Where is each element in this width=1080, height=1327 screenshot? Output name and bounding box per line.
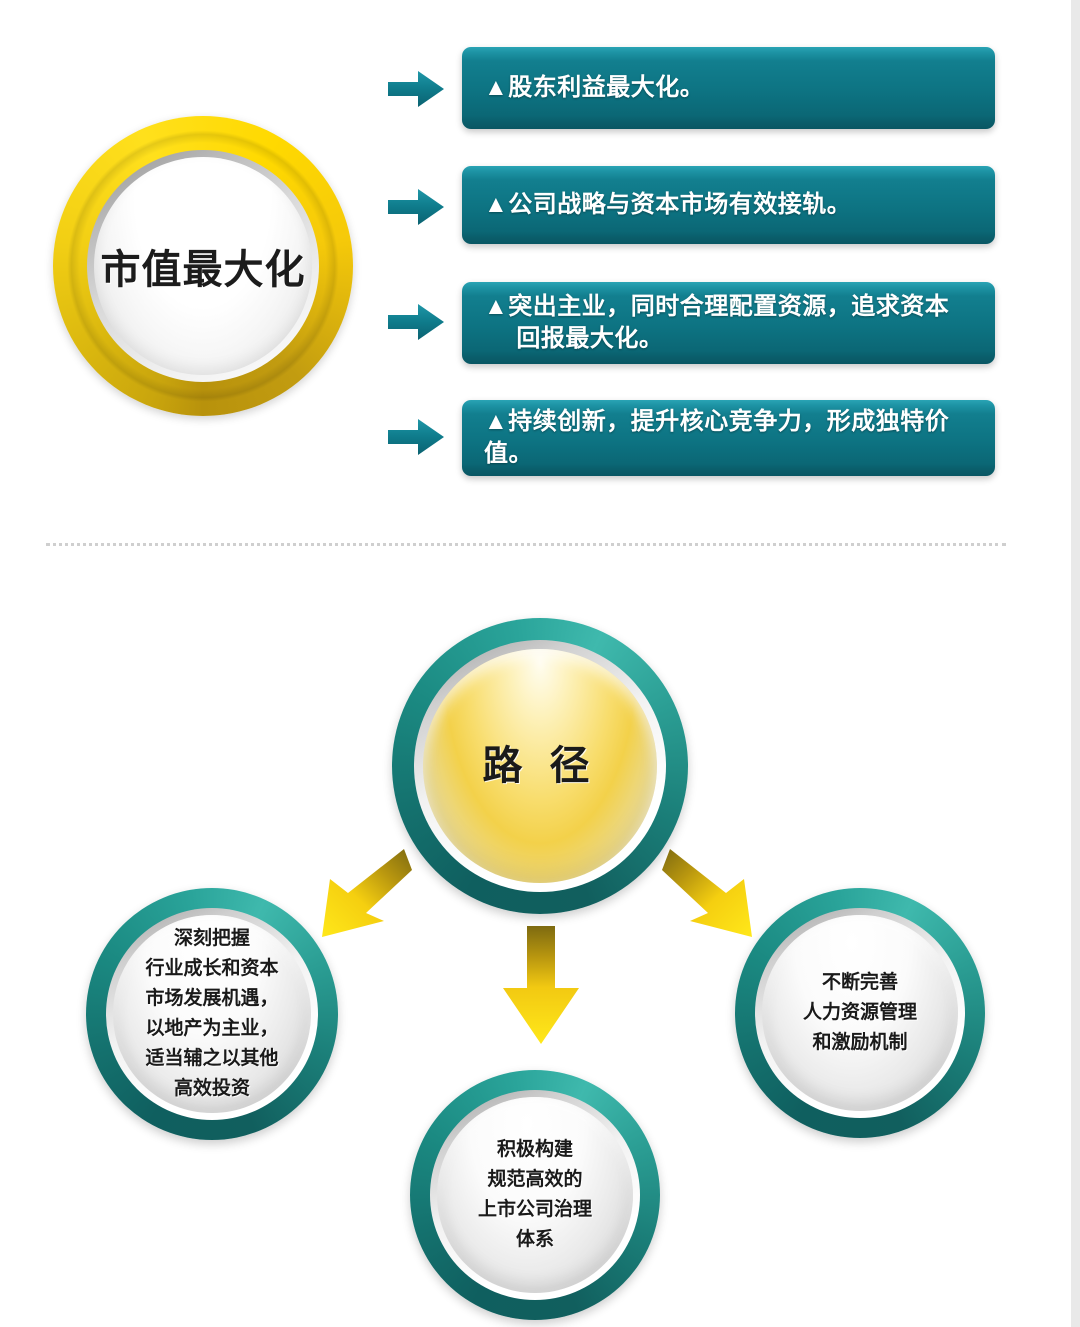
- node-circle-text: 不断完善 人力资源管理 和激励机制: [795, 968, 925, 1058]
- hub-circle-face: 路 径: [423, 649, 657, 883]
- node-line: 适当辅之以其他: [145, 1048, 279, 1070]
- bullet-bar-text: ▲持续创新，提升核心竞争力，形成独特价值。: [462, 406, 995, 469]
- bullet-marker: ▲: [484, 74, 509, 102]
- arrow-right-icon: [388, 186, 444, 228]
- node-line: 以地产为主业，: [145, 1018, 279, 1039]
- hub-circle-value-maximization[interactable]: 市值最大化: [53, 116, 353, 416]
- hub-circle-face: 市值最大化: [94, 157, 312, 375]
- node-circle-right[interactable]: 不断完善 人力资源管理 和激励机制: [735, 888, 985, 1138]
- node-circle-text: 积极构建 规范高效的 上市公司治理 体系: [470, 1135, 600, 1255]
- node-circle-bottom[interactable]: 积极构建 规范高效的 上市公司治理 体系: [410, 1070, 660, 1320]
- node-circle-left[interactable]: 深刻把握 行业成长和资本 市场发展机遇， 以地产为主业， 适当辅之以其他 高效投…: [86, 888, 338, 1140]
- arrow-right-icon: [388, 68, 444, 110]
- arrow-right-icon: [388, 416, 444, 458]
- bullet-marker: ▲: [484, 191, 509, 219]
- bullet-bar[interactable]: ▲公司战略与资本市场有效接轨。: [462, 166, 995, 244]
- bullet-marker: ▲: [484, 293, 509, 321]
- arrow-down-icon: [497, 926, 585, 1046]
- arrow-right-icon: [388, 301, 444, 343]
- bullet-bar[interactable]: ▲股东利益最大化。: [462, 47, 995, 129]
- bullet-line: 持续创新，提升核心竞争力，形成独特价值。: [484, 408, 950, 467]
- hub-circle-label: 路 径: [482, 744, 598, 788]
- node-line: 深刻把握: [173, 927, 250, 949]
- page-right-gutter: [1071, 0, 1080, 1327]
- node-line: 积极构建: [496, 1138, 573, 1160]
- node-circle-face: 不断完善 人力资源管理 和激励机制: [762, 915, 958, 1111]
- node-line: 行业成长和资本: [145, 957, 279, 979]
- bullet-bar-text: ▲公司战略与资本市场有效接轨。: [462, 189, 867, 221]
- path-diagram: 路 径: [0, 560, 1080, 1327]
- node-line: 上市公司治理: [477, 1199, 592, 1220]
- node-line: 和激励机制: [812, 1032, 908, 1053]
- value-maximization-diagram: 市值最大化: [0, 0, 1080, 520]
- arrow-down-right-icon: [662, 843, 774, 943]
- node-line: 人力资源管理: [802, 1001, 917, 1023]
- bullet-bar[interactable]: ▲持续创新，提升核心竞争力，形成独特价值。: [462, 400, 995, 476]
- node-line: 高效投资: [173, 1078, 250, 1100]
- arrow-down-left-icon: [300, 843, 412, 943]
- bullet-bar-text: ▲突出主业，同时合理配置资源，追求资本 回报最大化。: [462, 291, 965, 354]
- section-divider: [46, 543, 1006, 546]
- node-circle-face: 积极构建 规范高效的 上市公司治理 体系: [437, 1097, 633, 1293]
- bullet-line: 回报最大化。: [516, 325, 664, 352]
- bullet-line: 突出主业，同时合理配置资源，追求资本: [508, 293, 950, 321]
- bullet-bar[interactable]: ▲突出主业，同时合理配置资源，追求资本 回报最大化。: [462, 282, 995, 364]
- hub-circle-label: 市值最大化: [100, 248, 306, 292]
- bullet-marker: ▲: [484, 408, 509, 436]
- node-line: 体系: [515, 1229, 554, 1251]
- bullet-bar-text: ▲股东利益最大化。: [462, 72, 720, 104]
- bullet-line: 股东利益最大化。: [508, 74, 705, 102]
- node-line: 不断完善: [821, 971, 898, 993]
- hub-circle-path[interactable]: 路 径: [392, 618, 688, 914]
- node-line: 市场发展机遇，: [145, 987, 279, 1009]
- node-line: 规范高效的: [487, 1168, 583, 1190]
- node-circle-face: 深刻把握 行业成长和资本 市场发展机遇， 以地产为主业， 适当辅之以其他 高效投…: [113, 915, 311, 1113]
- bullet-line: 公司战略与资本市场有效接轨。: [508, 191, 852, 219]
- node-circle-text: 深刻把握 行业成长和资本 市场发展机遇， 以地产为主业， 适当辅之以其他 高效投…: [137, 924, 286, 1104]
